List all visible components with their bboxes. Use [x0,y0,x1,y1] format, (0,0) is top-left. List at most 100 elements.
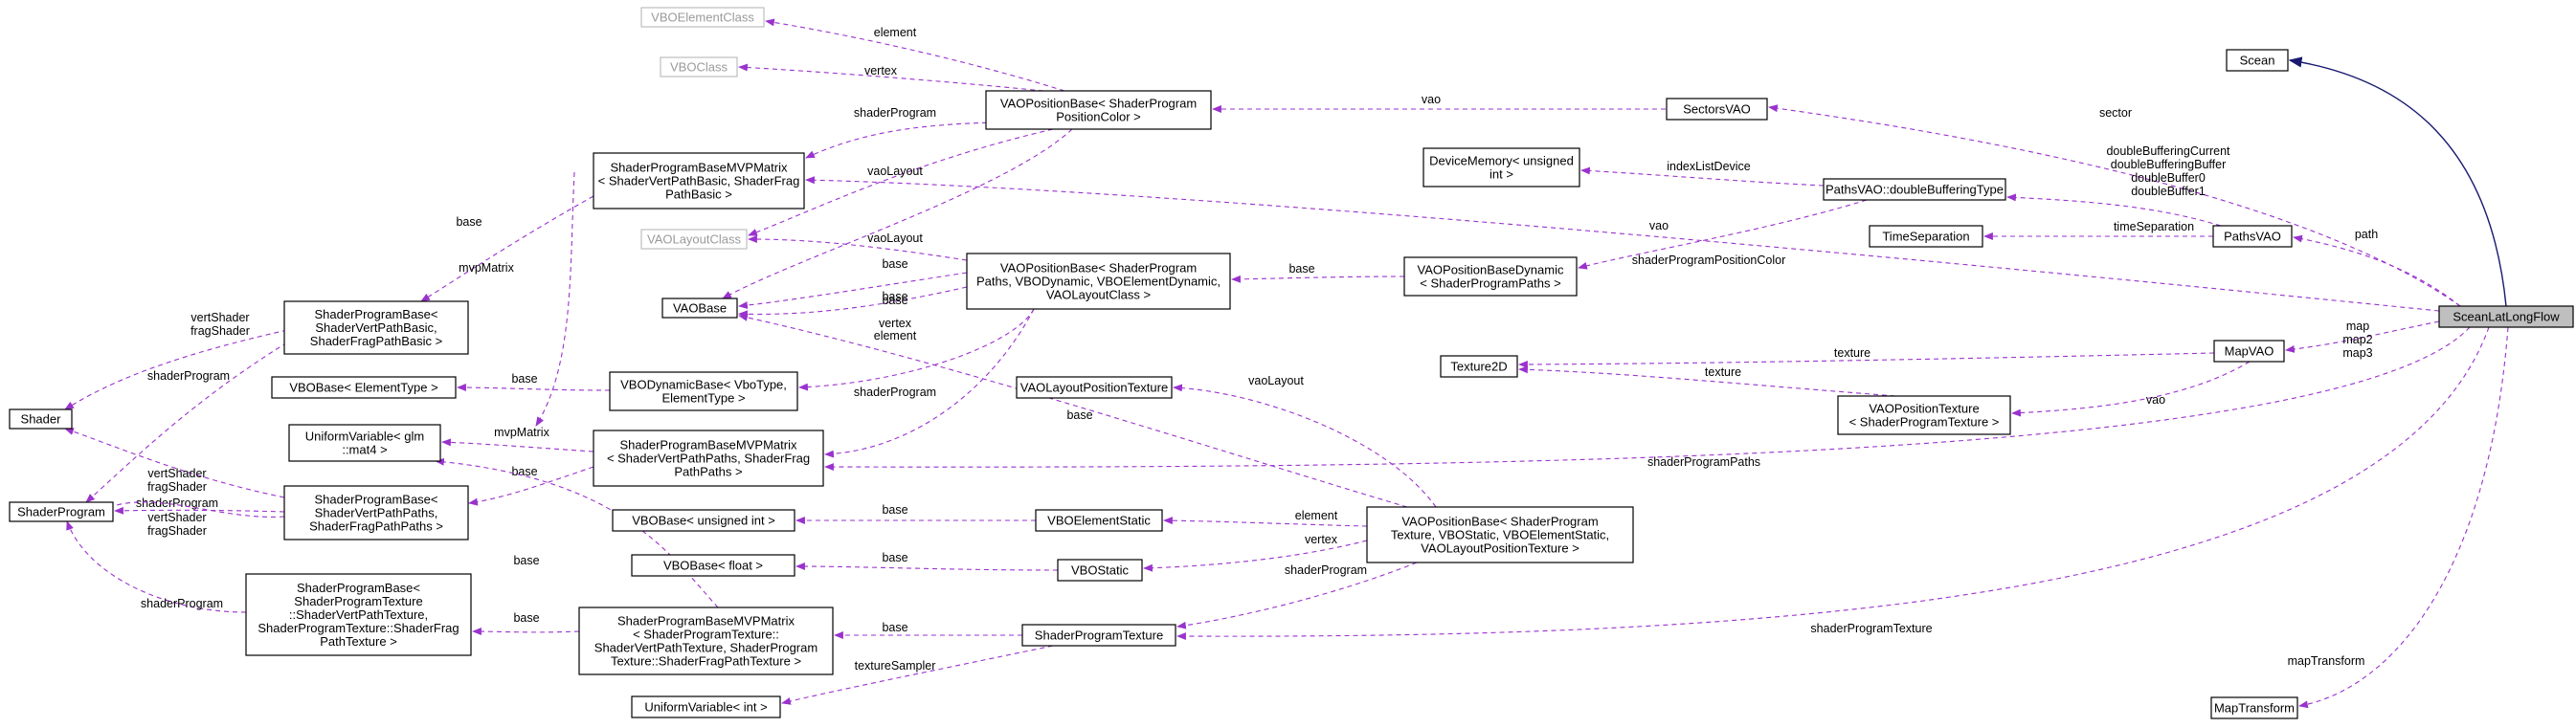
class-node-vaopositionbasepaths[interactable]: VAOPositionBase< ShaderProgramPaths, VBO… [966,253,1231,310]
class-node-spbasemvppaths[interactable]: ShaderProgramBaseMVPMatrix< ShaderVertPa… [593,430,824,487]
class-node-vboelementclass[interactable]: VBOElementClass [640,7,765,28]
edge-label: base [1066,408,1092,422]
edge-label: path [2355,228,2378,241]
class-node-vbobaseelementtype[interactable]: VBOBase< ElementType > [271,376,457,399]
edge-label: base [513,554,539,567]
class-node-vbobasefloat[interactable]: VBOBase< float > [631,554,795,577]
edge-label: texture [1834,346,1870,360]
node-box [1823,178,2006,201]
class-node-vaolayoutclass[interactable]: VAOLayoutClass [640,229,748,250]
edge-vao-1: vao [1212,93,1666,113]
edge-vao-2: vao [1578,199,1868,270]
usage-arrow [2298,326,2509,709]
node-label: ShaderProgramBase< [315,307,438,321]
edge-label: doubleBufferingBuffer [2111,158,2226,171]
node-box [631,695,781,718]
class-node-vaobase[interactable]: VAOBase [661,298,738,319]
usage-arrow [765,18,1065,92]
usage-arrow [738,272,968,310]
class-node-vboelementstatic[interactable]: VBOElementStatic [1035,509,1163,532]
usage-arrow [66,520,247,613]
edge-vertex-1: vertex [738,63,1044,92]
usage-arrow [1163,517,1368,527]
node-box [1666,98,1768,121]
node-label: VAOPositionTexture [1869,402,1979,416]
edge-vaoLayout-2: vaoLayout [748,232,968,261]
class-node-sceanlatlongflow[interactable]: SceanLatLongFlow [2438,305,2574,328]
class-node-vbodynamicbase[interactable]: VBODynamicBase< VboType,ElementType > [609,371,798,411]
node-box [9,408,73,430]
edge-vao-3: vao [2011,361,2251,417]
class-node-texture2d[interactable]: Texture2D [1440,355,1518,378]
class-node-vaopositionbasetexture[interactable]: VAOPositionBase< ShaderProgramTexture, V… [1366,506,1634,563]
class-node-spbasebasic[interactable]: ShaderProgramBase<ShaderVertPathBasic,Sh… [283,300,469,355]
usage-arrow [2011,361,2251,417]
usage-arrow [738,286,968,319]
class-node-shaderprogramtexture[interactable]: ShaderProgramTexture [1021,624,1176,647]
class-node-vboclass[interactable]: VBOClass [660,56,738,77]
node-label: MapVAO [2225,344,2274,359]
class-node-uniformint[interactable]: UniformVariable< int > [631,695,781,718]
edge-label: map3 [2342,346,2372,360]
node-box [1366,506,1634,563]
class-node-shaderprogram[interactable]: ShaderProgram [9,501,114,522]
class-node-spbasemvptexture[interactable]: ShaderProgramBaseMVPMatrix< ShaderProgra… [578,607,834,675]
node-label: int > [1490,167,1513,182]
class-node-vbobaseuint[interactable]: VBOBase< unsigned int > [612,509,795,532]
edge-label: vaoLayout [867,232,923,245]
edge-label: vao [1422,93,1441,106]
node-label: VBOElementStatic [1047,514,1151,528]
edge-label: base [513,611,539,625]
edge-label: doubleBuffer0 [2131,171,2206,185]
node-label: VAOPositionBase< ShaderProgram [1401,515,1598,529]
edge-base-12: base [738,314,1408,508]
node-box [661,298,738,319]
class-node-spbasetexture[interactable]: ShaderProgramBase<ShaderProgramTexture::… [245,573,472,656]
edge-mvpMatrix-2: mvpMatrix [441,426,594,452]
edge-label: shaderProgram [854,386,936,399]
edge-label: vaoLayout [1248,374,1304,387]
node-box [9,501,114,522]
usage-arrow [64,329,288,410]
edge-shaderProgram-3: shaderProgram [824,308,1035,458]
edge-label: shaderProgram [1285,563,1367,577]
class-node-vaopositionbasecolor[interactable]: VAOPositionBase< ShaderProgramPositionCo… [985,90,1212,130]
edge-label: doubleBufferingCurrent [2106,144,2230,158]
class-node-sectorsvao[interactable]: SectorsVAO [1666,98,1768,121]
class-node-scean[interactable]: Scean [2226,49,2289,72]
edge-label: map [2346,320,2369,333]
class-node-timeseparation[interactable]: TimeSeparation [1869,225,1983,248]
node-label: VBOElementClass [651,11,754,25]
class-node-mapvao[interactable]: MapVAO [2213,340,2285,363]
edge-label: fragShader [147,480,207,494]
class-node-vaopositionbasedynamic[interactable]: VAOPositionBaseDynamic< ShaderProgramPat… [1403,256,1578,297]
class-node-shader[interactable]: Shader [9,408,73,430]
usage-arrow [457,384,611,391]
class-node-doublebufferingtype[interactable]: PathsVAO::doubleBufferingType [1823,178,2006,201]
class-node-spbasemvpbasic[interactable]: ShaderProgramBaseMVPMatrix< ShaderVertPa… [593,152,805,210]
class-node-vaopositiontexture[interactable]: VAOPositionTexture< ShaderProgramTexture… [1837,395,2011,435]
edge-shaderProgram-5: shaderProgram [66,520,247,613]
class-node-uniformmat4[interactable]: UniformVariable< glm::mat4 > [288,424,441,462]
edge-shaderProgram-4: shaderProgram [114,496,285,515]
edge-label: element [874,329,917,342]
edge-label: doubleBuffer1 [2131,185,2206,198]
edge-doubleBuffering: doubleBufferingCurrentdoubleBufferingBuf… [2006,144,2230,227]
class-node-spbasepaths[interactable]: ShaderProgramBase<ShaderVertPathPaths,Sh… [283,485,469,540]
edge-label: shaderProgram [136,496,218,510]
edge-base-5: base [457,372,611,391]
class-node-vaolayoutpositiontexture[interactable]: VAOLayoutPositionTexture [1016,376,1173,399]
class-node-vbostatic[interactable]: VBOStatic [1057,559,1143,582]
edge-base-4: base [738,286,968,319]
edge-path: path [2293,228,2461,307]
usage-arrow [1173,384,1437,508]
inheritance-arrow [2288,56,2507,307]
edge-label: vertShader [190,311,249,324]
class-node-maptransform[interactable]: MapTransform [2210,696,2298,719]
edge-base-7: base [472,611,580,635]
class-node-pathsvao[interactable]: PathsVAO [2212,225,2293,248]
edge-vertex-2: vertex [1143,533,1368,572]
